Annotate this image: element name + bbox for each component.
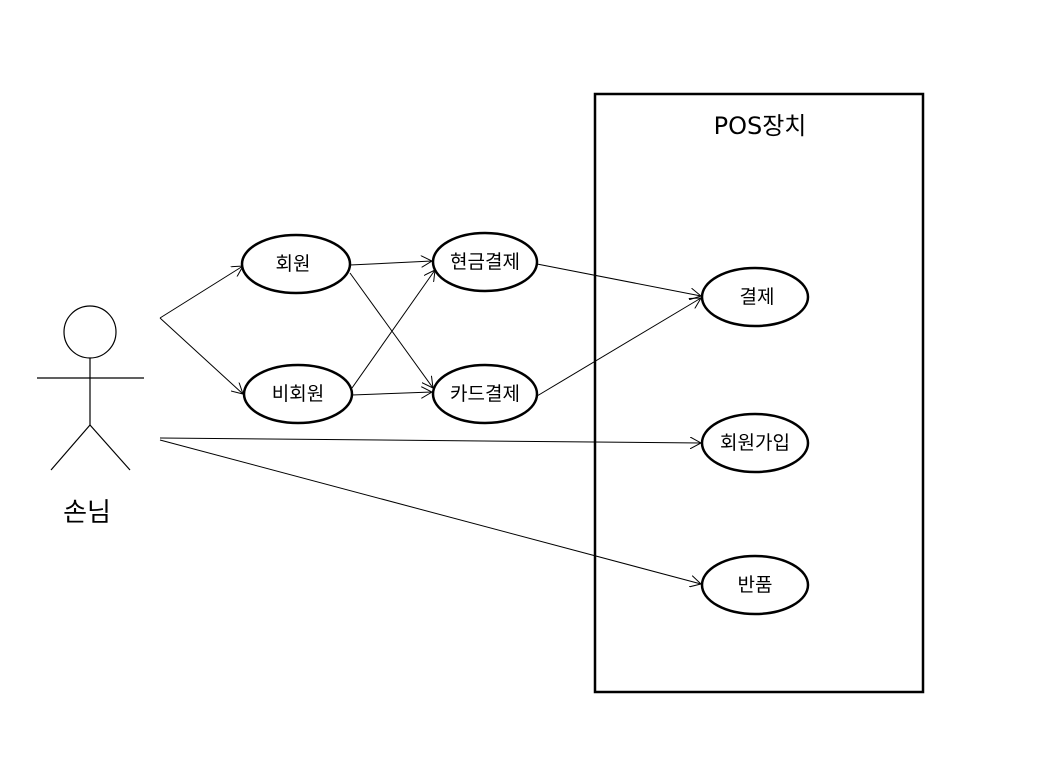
- use-case-refund-label: 반품: [738, 574, 773, 596]
- use-case-member: [240, 233, 352, 295]
- arrow-cash-to-payment: [536, 263, 701, 296]
- system-title: POS장치: [714, 112, 807, 140]
- use-case-member-label: 회원: [276, 253, 311, 275]
- use-case-cash-payment-label: 현금결제: [450, 251, 520, 273]
- arrow-actor-to-signup: [159, 438, 701, 443]
- arrow-actor-to-non-member: [159, 317, 243, 394]
- actor-figure: [37, 305, 144, 471]
- use-case-signup-label: 회원가입: [720, 432, 790, 454]
- use-case-card-payment: [431, 363, 539, 425]
- use-case-signup: [700, 412, 810, 474]
- use-case-payment: [700, 266, 810, 328]
- use-case-payment-label: 결제: [740, 286, 775, 308]
- actor-label: 손님: [63, 498, 111, 528]
- actor-left-leg: [50, 424, 91, 471]
- use-case-card-payment-label: 카드결제: [450, 383, 520, 405]
- arrow-card-to-payment: [536, 298, 701, 397]
- actor-right-leg: [89, 424, 131, 471]
- arrow-non-member-to-cash: [351, 270, 435, 389]
- actor-head: [63, 305, 117, 359]
- arrow-member-to-card: [349, 272, 433, 388]
- arrow-actor-to-member: [159, 266, 243, 319]
- arrow-non-member-to-card: [351, 392, 432, 395]
- use-case-refund: [700, 554, 810, 616]
- system-boundary: [593, 92, 925, 694]
- use-case-non-member: [242, 363, 354, 425]
- use-case-cash-payment: [431, 231, 539, 293]
- arrow-actor-to-refund: [159, 439, 701, 584]
- arrow-member-to-cash: [349, 261, 432, 265]
- use-case-non-member-label: 비회원: [272, 383, 324, 405]
